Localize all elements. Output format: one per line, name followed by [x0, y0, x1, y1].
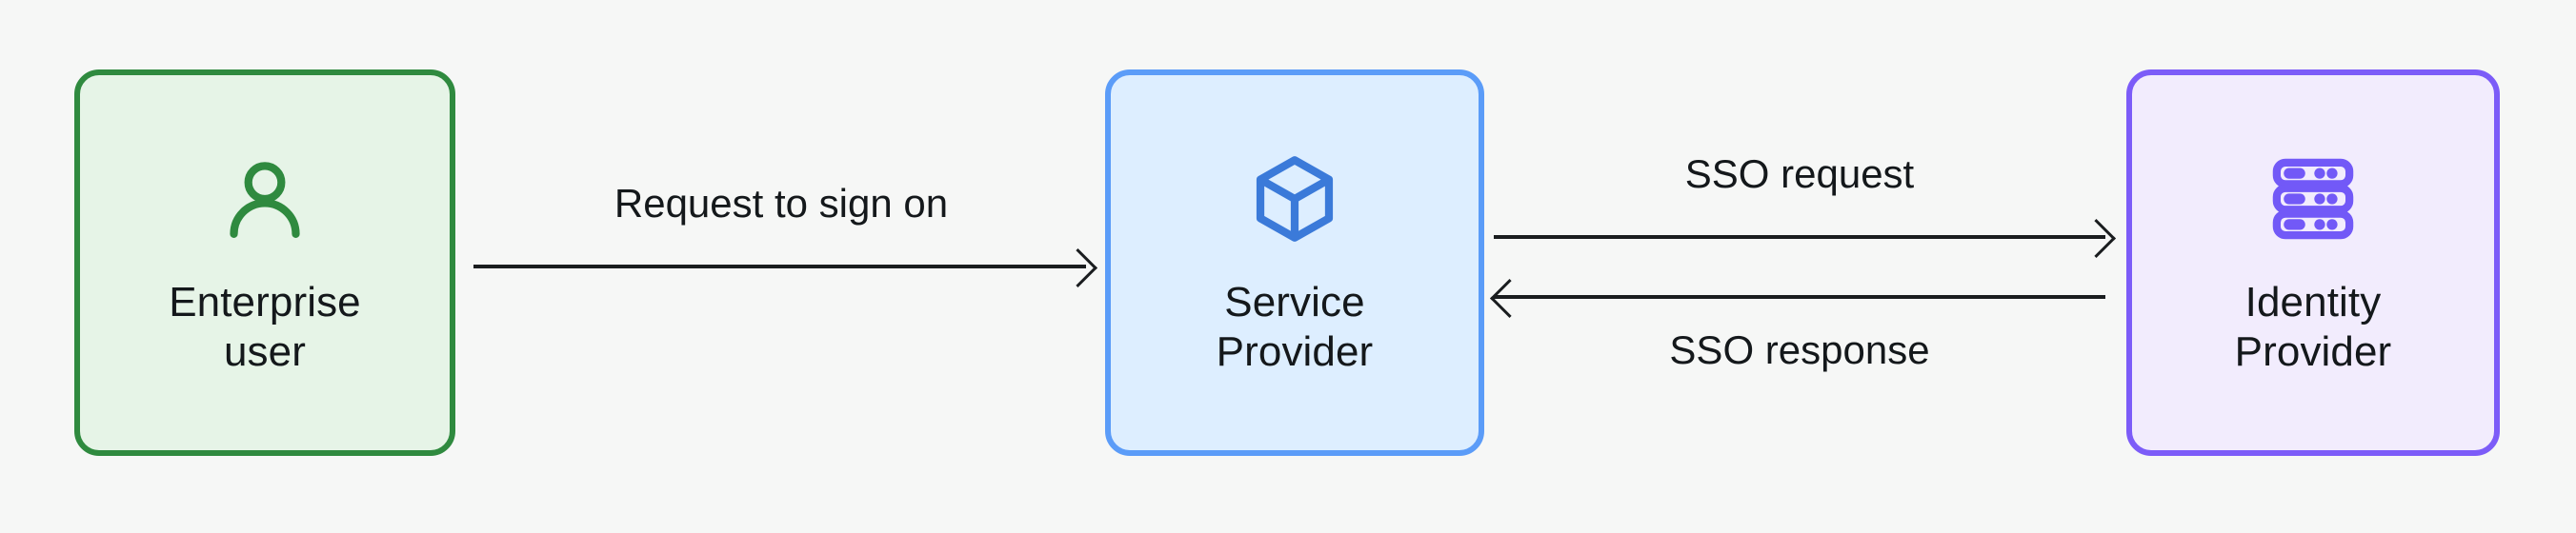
edge-sso-request-line [1494, 235, 2105, 239]
node-identity-provider[interactable]: Identity Provider [2126, 69, 2500, 456]
user-icon [215, 149, 314, 253]
edge-label-request-to-sign-on: Request to sign on [614, 181, 949, 226]
node-label-enterprise-user: Enterprise user [169, 279, 361, 375]
edge-sso-response-line [1494, 295, 2105, 299]
node-label-identity-provider: Identity Provider [2234, 279, 2392, 375]
arrow-left-icon [1489, 278, 1530, 319]
edge-label-sso-response: SSO response [1669, 327, 1930, 372]
node-label-service-provider: Service Provider [1216, 279, 1374, 375]
node-enterprise-user[interactable]: Enterprise user [74, 69, 455, 456]
arrow-right-icon [2076, 218, 2117, 259]
cube-icon [1245, 149, 1344, 253]
node-service-provider[interactable]: Service Provider [1105, 69, 1484, 456]
server-rack-icon [2264, 149, 2363, 253]
edge-request-to-sign-on-line [473, 265, 1086, 268]
edge-label-sso-request: SSO request [1684, 151, 1915, 196]
arrow-right-icon [1057, 247, 1098, 288]
